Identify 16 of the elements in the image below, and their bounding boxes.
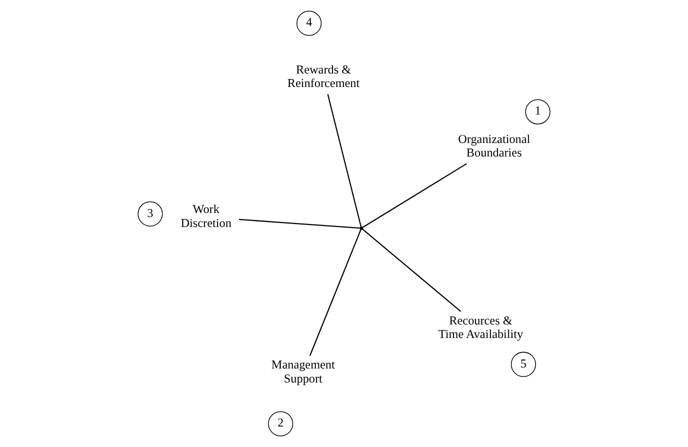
node-circle: 2 bbox=[268, 411, 294, 436]
node-text: Recources & Time Availability bbox=[438, 313, 524, 341]
node-circle: 5 bbox=[510, 352, 536, 377]
node-circle: 1 bbox=[525, 99, 550, 124]
connector bbox=[362, 228, 462, 312]
node-circle: 4 bbox=[296, 10, 322, 36]
node-text: Management Support bbox=[271, 358, 335, 386]
node-text: Rewards & Reinforcement bbox=[287, 62, 360, 90]
node-text: Work Discretion bbox=[180, 202, 232, 230]
connector bbox=[238, 218, 360, 229]
connector bbox=[327, 94, 362, 227]
node-circle: 3 bbox=[138, 201, 163, 226]
connector bbox=[309, 230, 362, 356]
node-text: Organizational Boundaries bbox=[458, 132, 530, 160]
connector bbox=[362, 163, 467, 228]
node-point bbox=[360, 226, 364, 230]
